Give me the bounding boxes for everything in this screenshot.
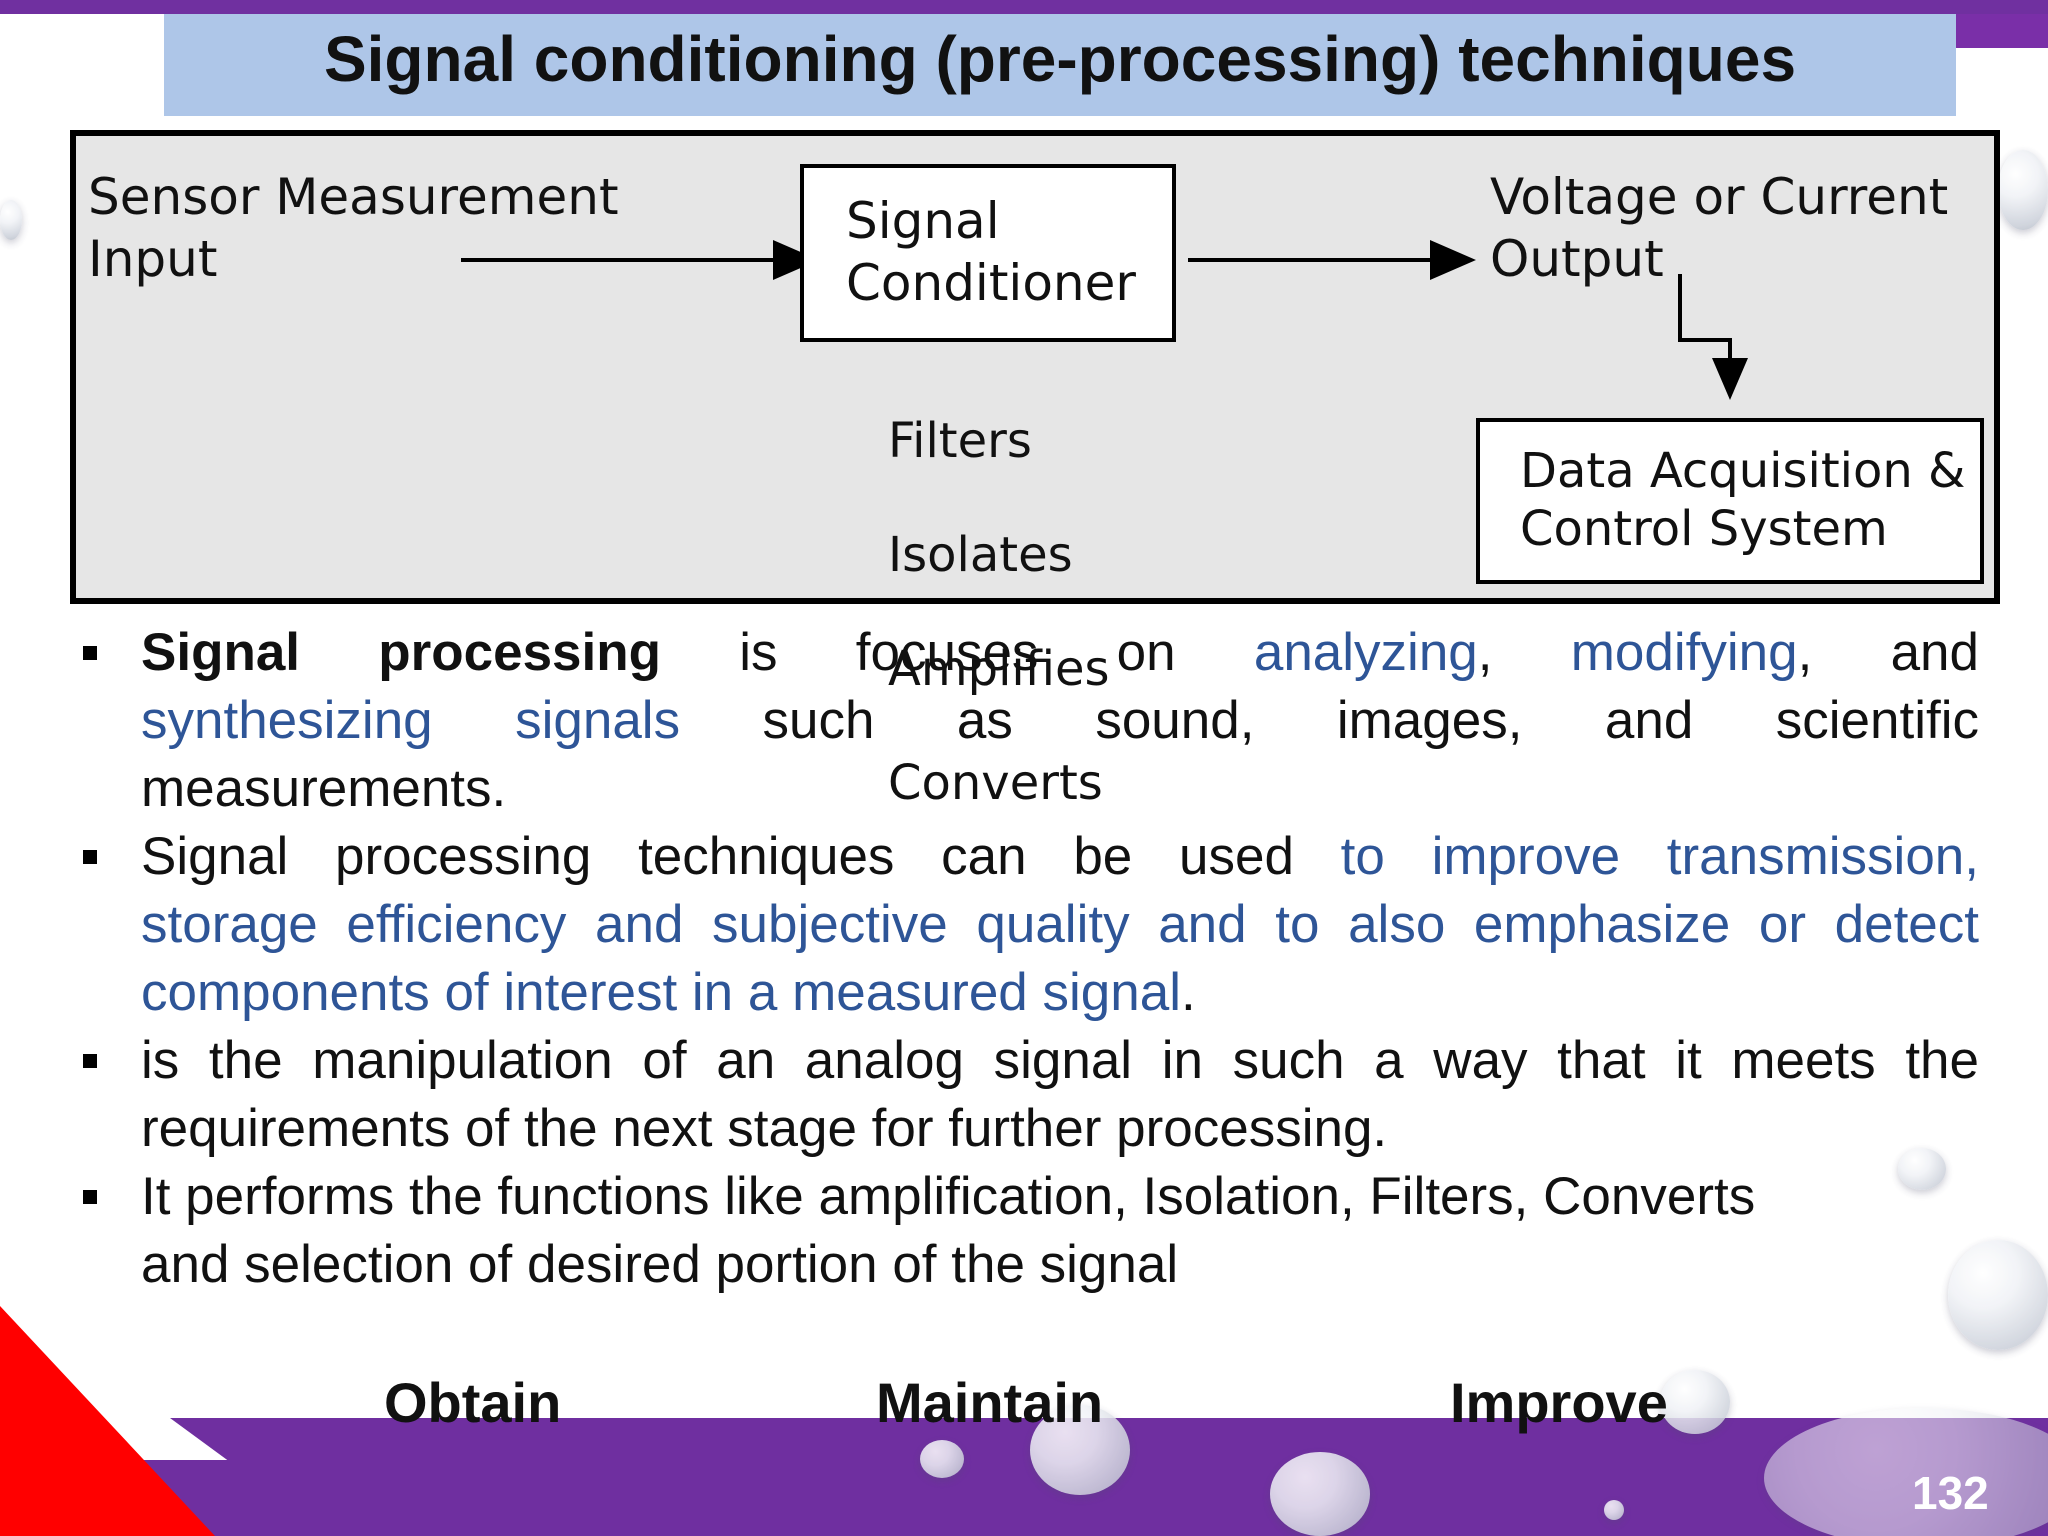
water-drop-decoration bbox=[1604, 1500, 1624, 1520]
keyword-obtain: Obtain bbox=[384, 1371, 562, 1434]
title-band bbox=[164, 14, 1956, 116]
bullet-1-punct: , bbox=[1797, 623, 1813, 682]
bullet-3-line-1: is the manipulation of an analog signal … bbox=[141, 1031, 1979, 1090]
data-acquisition-box: Data Acquisition & Control System bbox=[1476, 418, 1984, 584]
bullet-2-punct: . bbox=[1180, 963, 1196, 1022]
highlight-signals: signals bbox=[515, 691, 681, 750]
bullet-1-line-1: Signal processing is focuses on analyzin… bbox=[141, 622, 1979, 683]
signal-conditioner-box: Signal Conditioner bbox=[800, 164, 1176, 342]
bottom-accent-bar bbox=[0, 1460, 2048, 1536]
bullet-2-line-2: storage efficiency and subjective qualit… bbox=[141, 895, 1979, 954]
bullet-3-line-2: requirements of the next stage for furth… bbox=[141, 1099, 1388, 1158]
arrow-input-to-conditioner bbox=[461, 240, 819, 280]
bullet-1-line-2: synthesizing signals such as sound, imag… bbox=[141, 690, 1979, 751]
signal-conditioning-diagram: Sensor Measurement Input Signal Conditio… bbox=[70, 130, 2000, 811]
bullet-2-line-3: components of interest in a measured sig… bbox=[141, 962, 1979, 1023]
highlight-synthesizing: synthesizing bbox=[141, 691, 433, 750]
arrow-conditioner-to-output bbox=[1188, 240, 1476, 280]
water-drop-decoration bbox=[1764, 1408, 2048, 1536]
bullet-1-word: and bbox=[1890, 623, 1979, 682]
sensor-input-label: Sensor Measurement Input bbox=[88, 168, 619, 288]
conditioner-functions-list: Filters Isolates Amplifies Converts bbox=[888, 356, 1110, 869]
water-drop-decoration bbox=[1660, 1370, 1730, 1434]
highlight-analyzing: analyzing bbox=[1253, 623, 1478, 682]
bullet-marker bbox=[83, 646, 97, 660]
data-acquisition-label: Data Acquisition & Control System bbox=[1520, 443, 1966, 557]
water-drop-decoration bbox=[1948, 1240, 2048, 1350]
bullet-1-text: such as sound, images, and scientific bbox=[762, 691, 1979, 750]
bullet-1-bold-term: Signal processing bbox=[141, 623, 662, 682]
top-right-accent bbox=[1956, 14, 2048, 48]
signal-conditioner-label: Signal Conditioner bbox=[846, 192, 1136, 312]
bullet-2-text: Signal processing techniques can be used bbox=[141, 827, 1294, 886]
elbow-arrow-to-daq bbox=[1678, 274, 1748, 400]
bullet-1-word: on bbox=[1116, 623, 1176, 682]
bullet-1-punct: , bbox=[1477, 623, 1493, 682]
water-drop-decoration bbox=[920, 1440, 964, 1478]
bullet-marker bbox=[83, 1190, 97, 1204]
keyword-maintain: Maintain bbox=[876, 1371, 1104, 1434]
highlight-modifying: modifying bbox=[1570, 623, 1798, 682]
function-amplifies: Amplifies bbox=[888, 641, 1110, 697]
page-number: 132 bbox=[1912, 1467, 1989, 1519]
function-filters: Filters bbox=[888, 413, 1032, 469]
highlight-components-of-interest: components of interest in a measured sig… bbox=[141, 963, 1181, 1022]
bullet-marker bbox=[83, 850, 97, 864]
bullet-1-line-3: measurements. bbox=[141, 759, 507, 818]
water-drop-decoration bbox=[1998, 150, 2048, 230]
bullet-4-line-1: It performs the functions like amplifica… bbox=[141, 1167, 1756, 1226]
bullet-4-line-2: and selection of desired portion of the … bbox=[141, 1235, 1179, 1294]
function-isolates: Isolates bbox=[888, 527, 1073, 583]
bullet-marker bbox=[83, 1054, 97, 1068]
water-drop-decoration bbox=[1030, 1405, 1130, 1495]
function-converts: Converts bbox=[888, 755, 1103, 811]
output-label: Voltage or Current Output bbox=[1490, 168, 1949, 288]
keyword-improve: Improve bbox=[1450, 1371, 1668, 1434]
slide-title: Signal conditioning (pre-processing) tec… bbox=[323, 23, 1797, 95]
water-drop-decoration bbox=[1898, 1148, 1946, 1190]
bullet-2-line-1: Signal processing techniques can be used… bbox=[141, 826, 1979, 887]
bullet-1-word: is bbox=[739, 623, 778, 682]
top-accent-bar bbox=[0, 0, 2048, 14]
water-drop-decoration bbox=[1270, 1452, 1370, 1536]
water-drop-decoration bbox=[0, 200, 22, 240]
highlight-improve-transmission: to improve transmission, bbox=[1340, 827, 1980, 886]
bullet-1-word: focuses bbox=[855, 623, 1039, 682]
